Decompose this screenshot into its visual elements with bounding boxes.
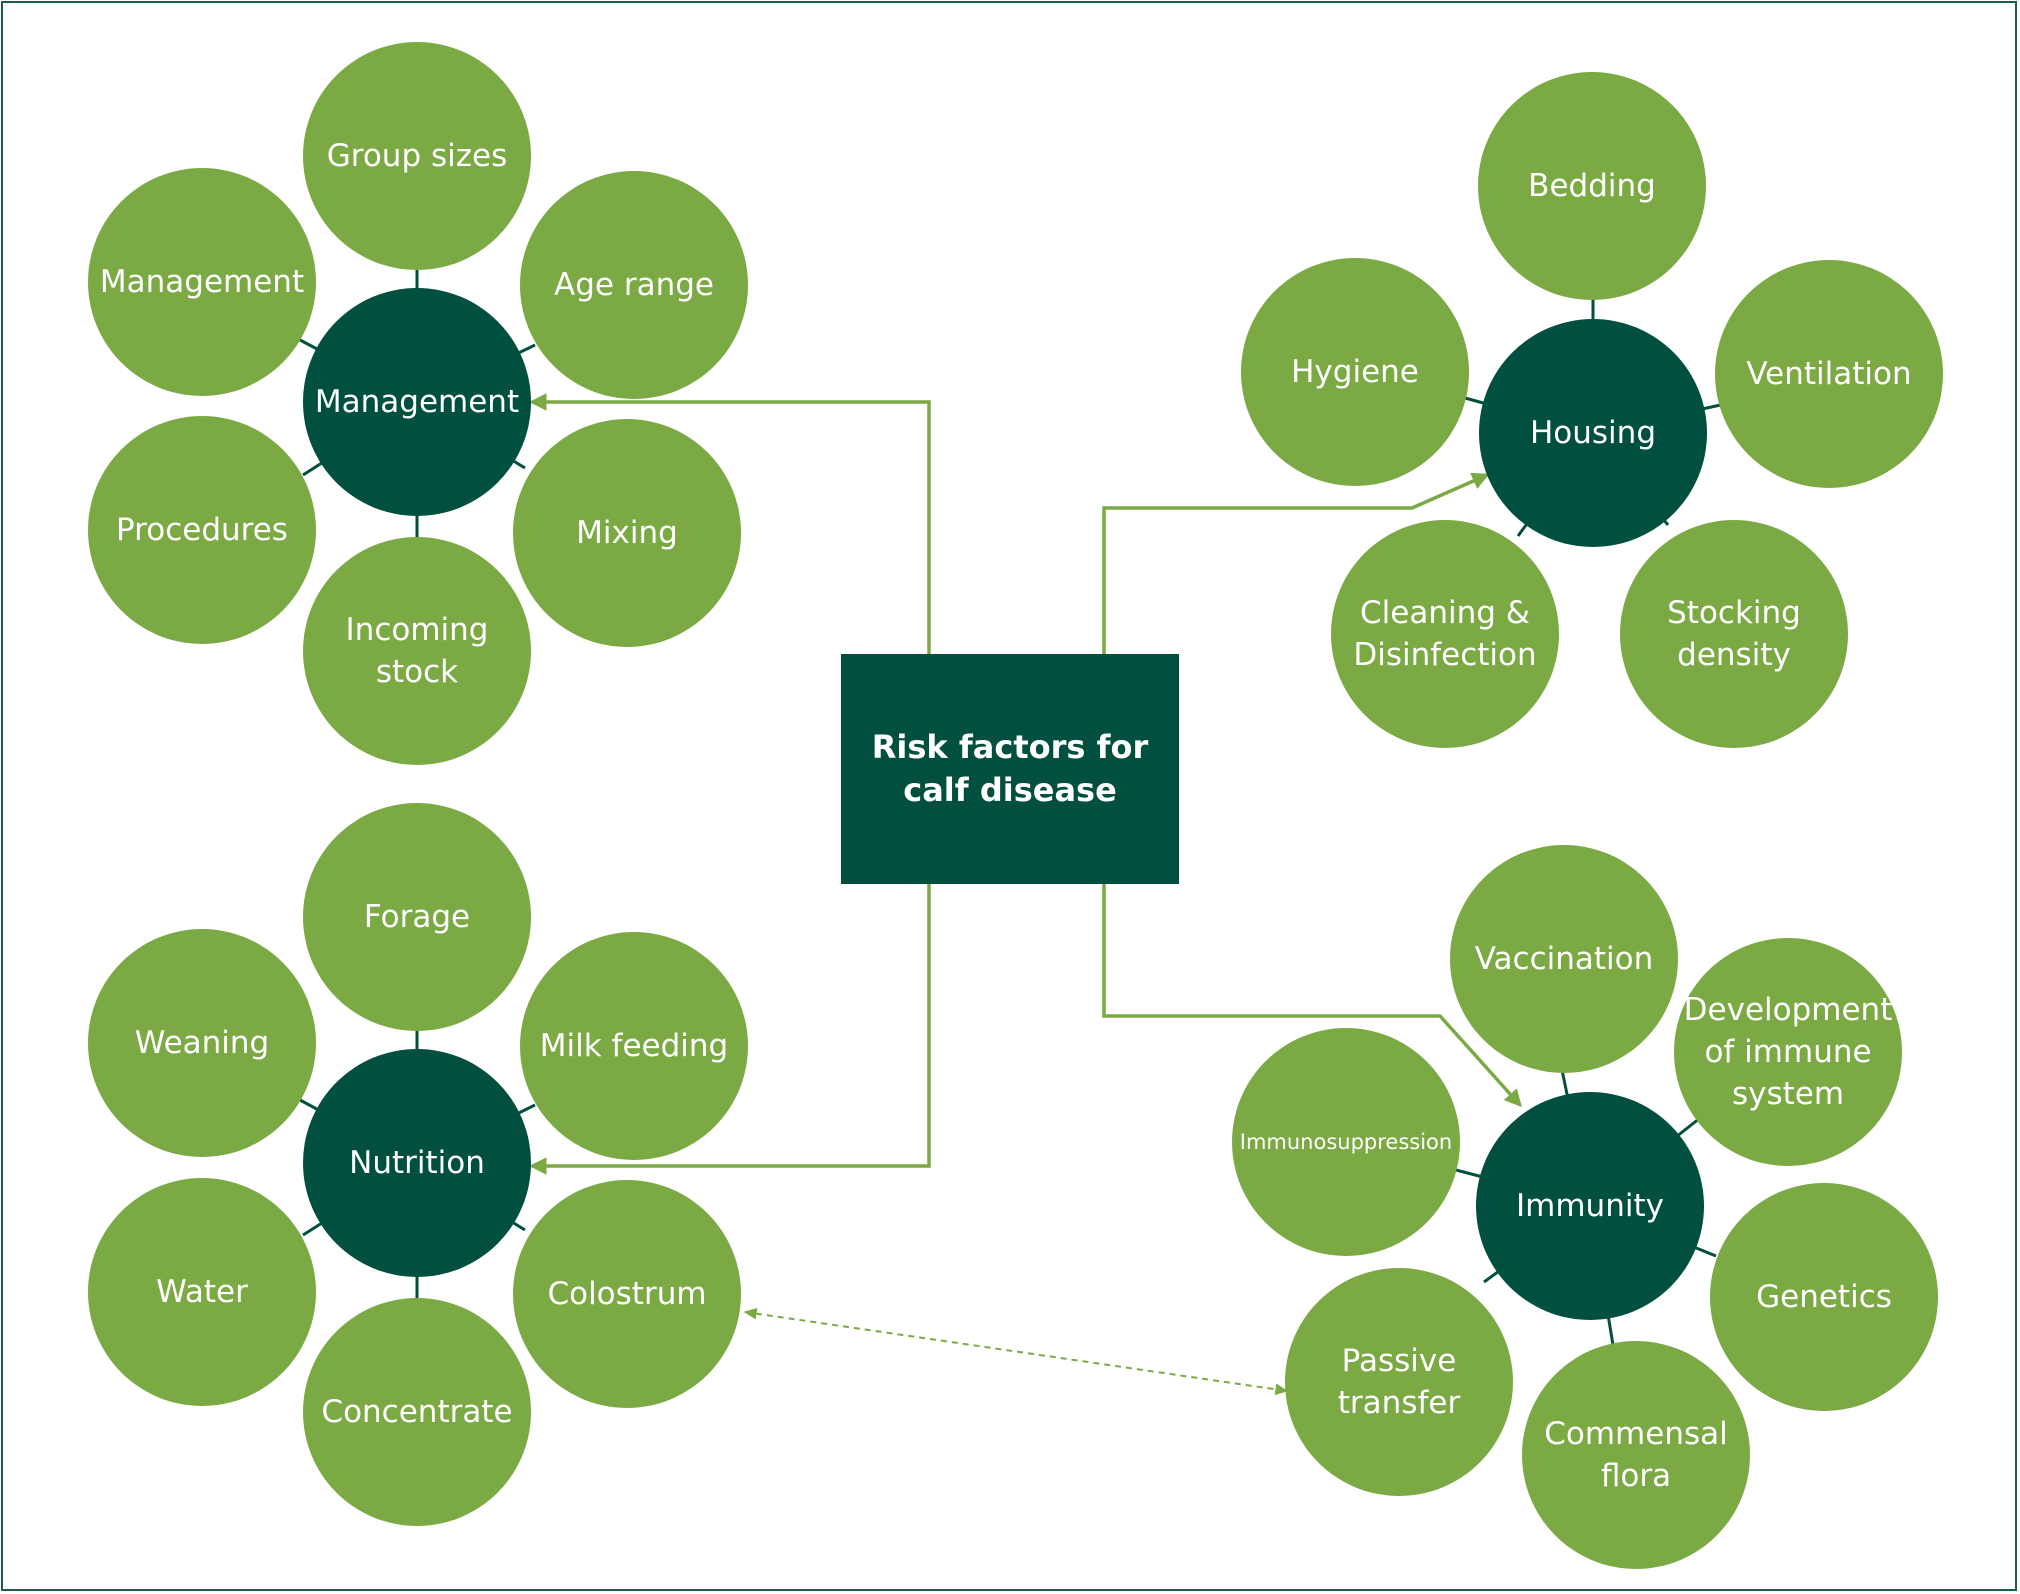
leaf-ventilation: Ventilation [1715,260,1943,488]
dashed-link-colostrum-passive-transfer [743,1307,1289,1396]
leaf-age-range: Age range [520,171,748,399]
leaf-cleaning-disinfection: Cleaning & Disinfection [1331,520,1559,748]
leaf-stocking-density: Stocking density [1620,520,1848,748]
leaf-group-sizes: Group sizes [303,42,531,270]
arrow-to-immunity [1102,884,1522,1108]
leaf-procedures: Procedures [88,416,316,644]
leaf-concentrate: Concentrate [303,1298,531,1526]
leaf-genetics: Genetics [1710,1183,1938,1411]
leaf-milk-feeding: Milk feeding [520,932,748,1160]
leaf-weaning: Weaning [88,929,316,1157]
hub-immunity: Immunity [1476,1092,1704,1320]
leaf-vaccination: Vaccination [1450,845,1678,1073]
leaf-management-practices: Management [88,168,316,396]
leaf-incoming-stock: Incoming stock [303,537,531,765]
hub-management: Management [303,288,531,516]
leaf-development-of-immune-system: Development of immune system [1674,938,1902,1166]
leaf-colostrum: Colostrum [513,1180,741,1408]
central-title-box: Risk factors for calf disease [841,654,1179,884]
hub-nutrition: Nutrition [303,1049,531,1277]
leaf-hygiene: Hygiene [1241,258,1469,486]
hub-housing: Housing [1479,319,1707,547]
arrow-to-management [529,393,931,654]
leaf-immunosuppression: Immunosuppression [1232,1028,1460,1256]
leaf-water: Water [88,1178,316,1406]
leaf-passive-transfer: Passive transfer [1285,1268,1513,1496]
leaf-mixing: Mixing [513,419,741,647]
leaf-commensal-flora: Commensal flora [1522,1341,1750,1569]
arrow-to-housing [1102,472,1490,654]
central-title: Risk factors for calf disease [871,728,1149,809]
arrow-to-nutrition [529,884,931,1175]
leaf-bedding: Bedding [1478,72,1706,300]
leaf-forage: Forage [303,803,531,1031]
